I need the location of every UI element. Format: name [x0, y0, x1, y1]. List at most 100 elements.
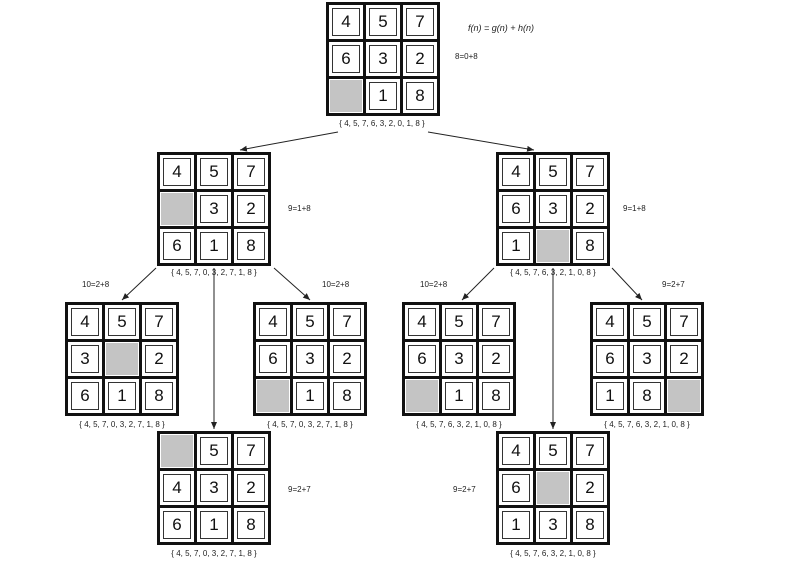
puzzle-tile: 1 [442, 379, 476, 413]
puzzle-tile: 8 [573, 508, 607, 542]
blank-tile [105, 342, 139, 376]
state-vector-label: { 4, 5, 7, 0, 3, 2, 7, 1, 8 } [171, 268, 257, 277]
blank-tile [667, 379, 701, 413]
puzzle-tile: 2 [573, 471, 607, 505]
puzzle-tile: 6 [160, 508, 194, 542]
puzzle-tile: 2 [573, 192, 607, 226]
state-vector-label: { 4, 5, 7, 6, 3, 2, 1, 0, 8 } [510, 268, 596, 277]
state-vector-label: { 4, 5, 7, 0, 3, 2, 7, 1, 8 } [79, 420, 165, 429]
puzzle-tile: 2 [403, 42, 437, 76]
cost-label: 8=0+8 [455, 52, 478, 61]
edge-left-rightchild [273, 267, 311, 301]
puzzle-tile: 8 [234, 229, 268, 263]
puzzle-tile: 3 [536, 508, 570, 542]
blank-tile [160, 192, 194, 226]
state-vector-label: { 4, 5, 7, 6, 3, 2, 1, 0, 8 } [510, 549, 596, 558]
state-vector-label: { 4, 5, 7, 0, 3, 2, 7, 1, 8 } [171, 549, 257, 558]
cost-label: 9=1+8 [288, 204, 311, 213]
blank-tile [329, 79, 363, 113]
puzzle-tile: 4 [160, 471, 194, 505]
puzzle-tile: 8 [330, 379, 364, 413]
puzzle-tile: 5 [536, 155, 570, 189]
puzzle-tile: 4 [499, 155, 533, 189]
puzzle-tile: 4 [160, 155, 194, 189]
puzzle-tile: 6 [256, 342, 290, 376]
edge-right-rightchild [611, 267, 643, 301]
state-vector-label: { 4, 5, 7, 6, 3, 2, 0, 1, 8 } [339, 119, 425, 128]
puzzle-tile: 1 [366, 79, 400, 113]
puzzle-tile: 7 [234, 434, 268, 468]
puzzle-tile: 4 [329, 5, 363, 39]
blank-tile [256, 379, 290, 413]
edge-right-leftchild [461, 267, 495, 301]
formula-label: f(n) = g(n) + h(n) [468, 23, 535, 33]
puzzle-tile: 6 [593, 342, 627, 376]
puzzle-tile: 5 [366, 5, 400, 39]
puzzle-tile: 5 [197, 155, 231, 189]
cost-label: 9=2+7 [453, 485, 476, 494]
puzzle-tile: 3 [68, 342, 102, 376]
puzzle-tile: 7 [234, 155, 268, 189]
cost-label: 10=2+8 [82, 280, 110, 289]
puzzle-tile: 5 [197, 434, 231, 468]
puzzle-tile: 3 [197, 192, 231, 226]
puzzle-tile: 6 [68, 379, 102, 413]
puzzle-tile: 4 [499, 434, 533, 468]
blank-tile [536, 229, 570, 263]
puzzle-tile: 3 [293, 342, 327, 376]
puzzle-tile: 5 [105, 305, 139, 339]
state-vector-label: { 4, 5, 7, 6, 3, 2, 1, 0, 8 } [416, 420, 502, 429]
puzzle-tile: 8 [479, 379, 513, 413]
puzzle-tile: 3 [366, 42, 400, 76]
puzzle-tile: 6 [499, 192, 533, 226]
puzzle-tile: 1 [197, 229, 231, 263]
puzzle-tile: 1 [105, 379, 139, 413]
puzzle-tile: 8 [142, 379, 176, 413]
puzzle-tile: 6 [405, 342, 439, 376]
state-vector-label: { 4, 5, 7, 0, 3, 2, 7, 1, 8 } [267, 420, 353, 429]
edge-root-left [239, 131, 339, 152]
puzzle-tile: 2 [234, 471, 268, 505]
puzzle-tile: 5 [536, 434, 570, 468]
puzzle-tile: 4 [593, 305, 627, 339]
cost-label: 9=2+7 [662, 280, 685, 289]
puzzle-tile: 2 [479, 342, 513, 376]
puzzle-tile: 7 [403, 5, 437, 39]
blank-tile [405, 379, 439, 413]
puzzle-tile: 1 [499, 508, 533, 542]
puzzle-tile: 3 [630, 342, 664, 376]
puzzle-tile: 6 [499, 471, 533, 505]
puzzle-tile: 7 [573, 434, 607, 468]
puzzle-tile: 8 [403, 79, 437, 113]
cost-label: 9=2+7 [288, 485, 311, 494]
state-vector-label: { 4, 5, 7, 6, 3, 2, 1, 0, 8 } [604, 420, 690, 429]
puzzle-tile: 7 [330, 305, 364, 339]
puzzle-tile: 3 [536, 192, 570, 226]
puzzle-tile: 3 [442, 342, 476, 376]
puzzle-tile: 1 [593, 379, 627, 413]
edge-root-right [427, 131, 535, 152]
puzzle-tile: 8 [630, 379, 664, 413]
puzzle-tile: 7 [667, 305, 701, 339]
puzzle-tile: 3 [197, 471, 231, 505]
puzzle-tile: 8 [573, 229, 607, 263]
puzzle-tile: 2 [142, 342, 176, 376]
cost-label: 9=1+8 [623, 204, 646, 213]
puzzle-tile: 1 [293, 379, 327, 413]
puzzle-tile: 5 [293, 305, 327, 339]
puzzle-tile: 5 [442, 305, 476, 339]
puzzle-tile: 4 [405, 305, 439, 339]
puzzle-tile: 4 [256, 305, 290, 339]
blank-tile [536, 471, 570, 505]
puzzle-tile: 6 [329, 42, 363, 76]
